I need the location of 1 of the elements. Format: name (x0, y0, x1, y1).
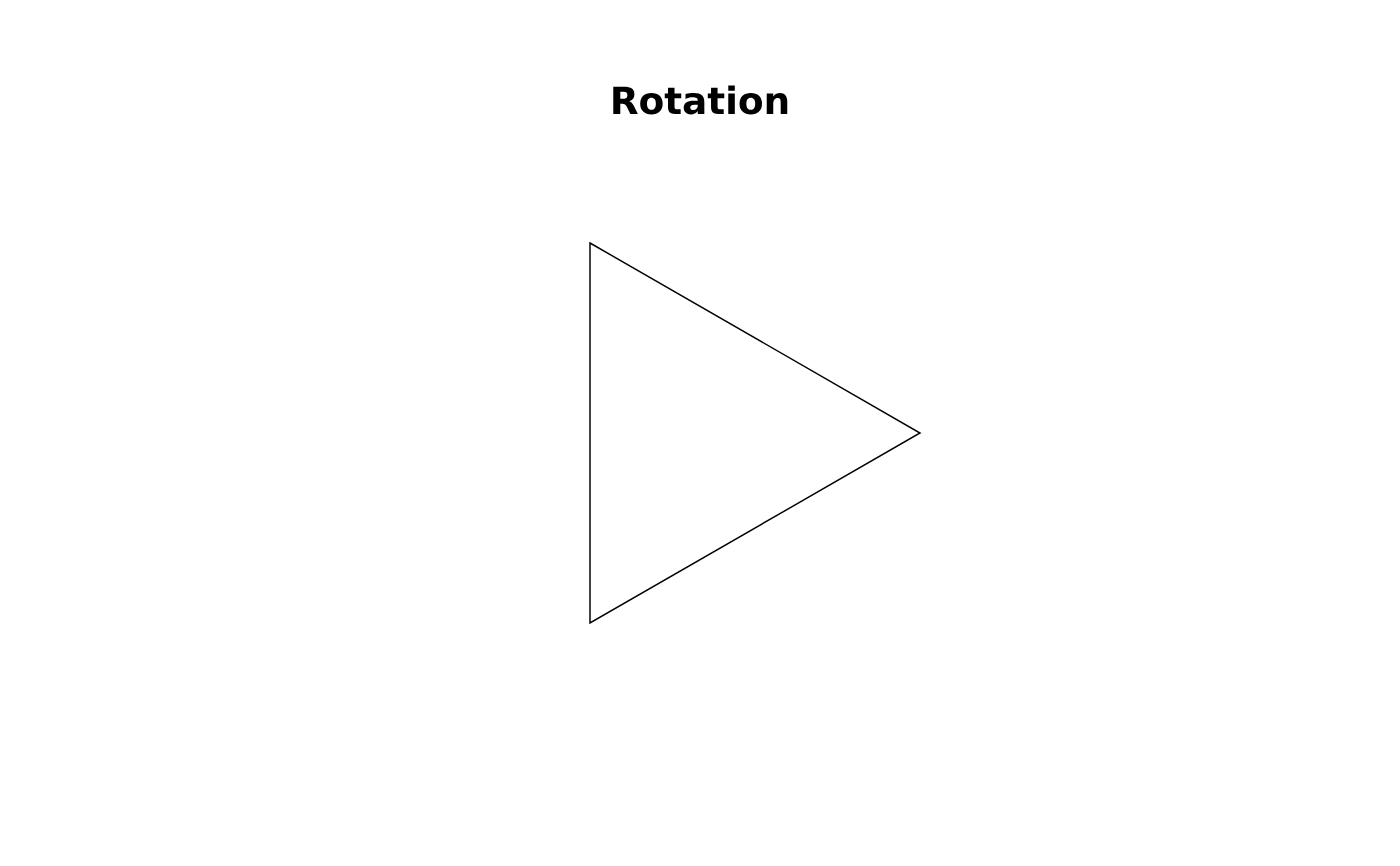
title: Rotation (613, 85, 788, 115)
